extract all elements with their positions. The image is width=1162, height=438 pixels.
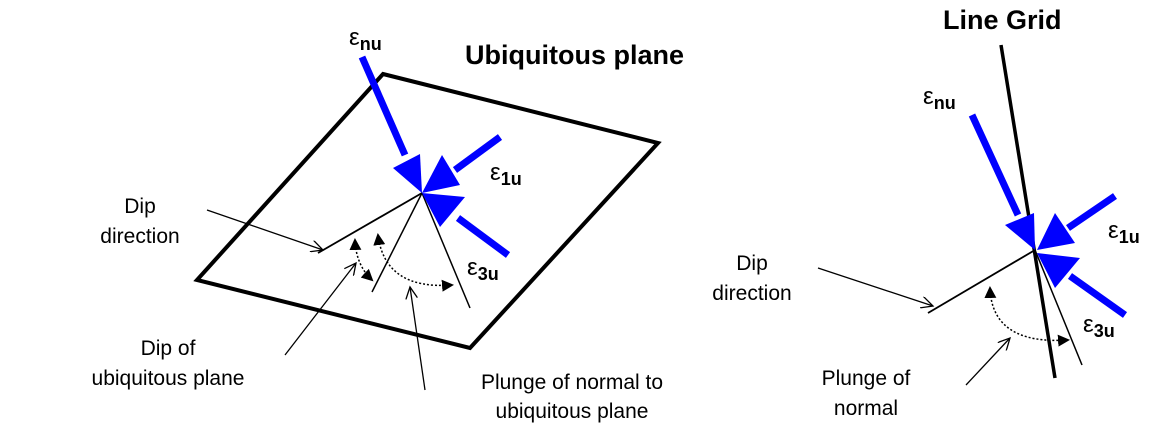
eps-n-arrowhead [1005,213,1035,250]
dip-direction-pointer [817,267,933,306]
eps-n-arrow [968,113,1022,217]
eps-1-arrowhead [422,155,460,193]
dip-angle-arc [349,238,374,282]
dip-direction-label-1: Dip [736,252,768,275]
ubiquitous-plane-title: Ubiquitous plane [465,40,684,70]
dip-direction-pointer [206,209,323,250]
line-grid-line [999,44,1057,379]
plunge-angle-arc [984,286,1070,347]
eps-1-label: ε1u [490,159,522,189]
dip-pointer [284,263,356,356]
dip-direction-label-1: Dip [124,195,156,218]
ubiquitous-plane-diagram: Ubiquitous plane εnu ε1u ε3u Dip directi… [92,24,684,423]
eps-n-label: εnu [923,83,956,113]
eps-n-label: εnu [349,24,382,54]
eps-3-label: ε3u [1083,311,1115,341]
dip-direction-line [317,192,423,254]
eps-3-arrowhead [422,193,465,227]
eps-1-label: ε1u [1108,217,1140,247]
eps-n-arrow [358,55,409,157]
eps-n-arrowhead [393,154,422,193]
eps-3-arrow [455,215,511,258]
plunge-label-2: ubiquitous plane [496,400,649,423]
plunge-label-2: normal [834,397,898,420]
ubiquitous-plane [193,71,662,351]
eps-1-arrow [452,134,503,173]
line-grid-diagram: Line Grid εnu ε1u ε3u Dip direction Plun… [712,5,1139,420]
plunge-pointer [965,338,1010,386]
eps-1-arrow [1066,193,1117,231]
plunge-label-1: Plunge of [822,367,911,390]
plunge-label-1: Plunge of normal to [481,371,663,394]
dip-label-2: ubiquitous plane [92,367,245,390]
dip-label-1: Dip of [141,337,196,360]
dip-direction-label-2: direction [712,282,791,305]
eps-3-label: ε3u [467,254,499,284]
plunge-angle-arc [373,233,454,292]
line-grid-title: Line Grid [943,5,1062,35]
eps-3-arrowhead [1037,253,1080,288]
plunge-pointer [410,287,426,391]
dip-direction-label-2: direction [100,225,179,248]
eps-1-arrowhead [1037,213,1075,250]
eps-3-arrow [1067,273,1128,318]
dip-direction-line [927,249,1036,314]
